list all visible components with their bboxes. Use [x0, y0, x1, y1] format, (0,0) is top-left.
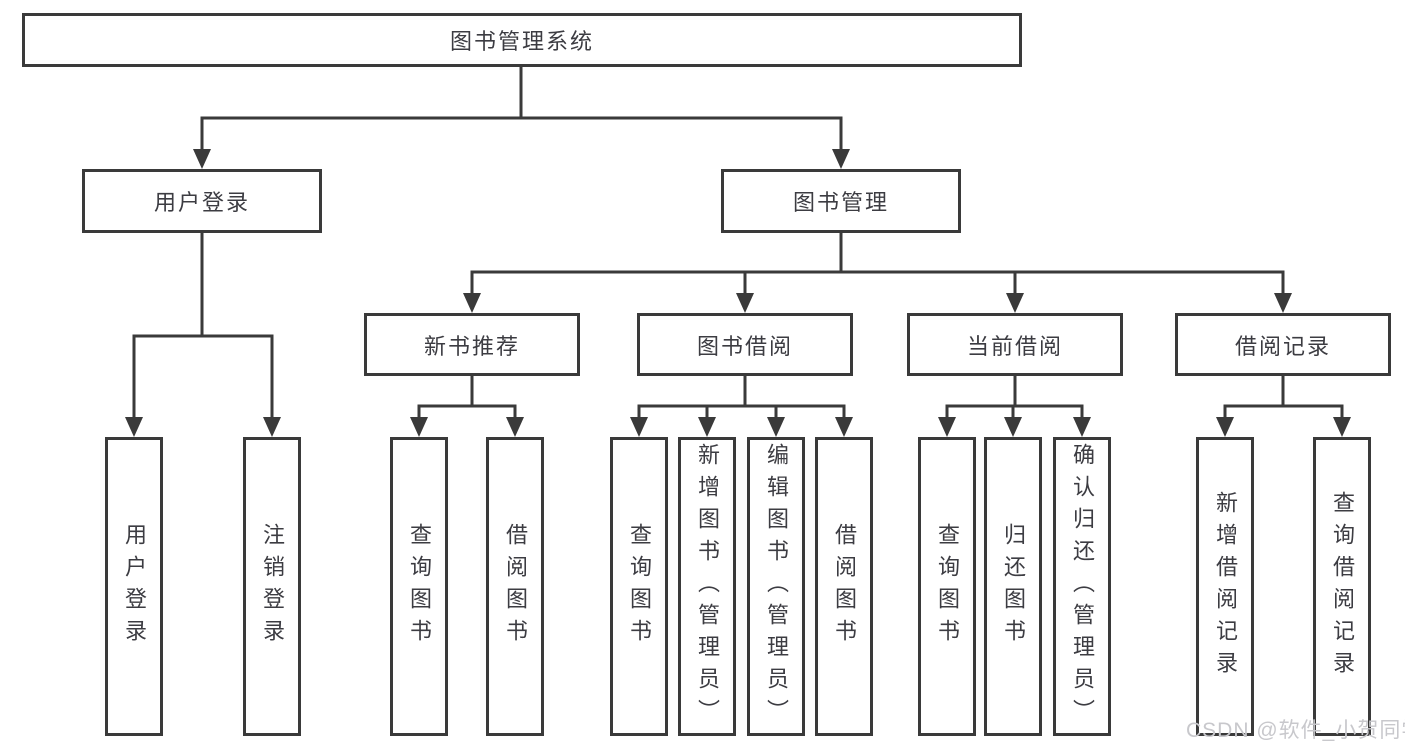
node-label: 用户登录 [122, 522, 147, 651]
node-label: 归还图书 [1001, 522, 1026, 651]
node-user-login: 用户登录 [82, 169, 322, 233]
node-label: 确认归还（管理员） [1070, 442, 1095, 731]
node-borrow-books: 借阅图书 [815, 437, 873, 736]
arrowhead-icons [125, 149, 1351, 437]
node-label: 新增借阅记录 [1213, 490, 1238, 683]
node-new-book-recommend: 新书推荐 [364, 313, 580, 376]
node-query-books-borrow: 查询图书 [610, 437, 668, 736]
node-label: 编辑图书（管理员） [764, 442, 789, 731]
node-return-books: 归还图书 [984, 437, 1042, 736]
node-edit-book-admin: 编辑图书（管理员） [747, 437, 805, 736]
csdn-watermark: CSDN @软件_小贺同学 [1186, 719, 1405, 742]
node-label: 查询图书 [627, 522, 652, 651]
node-query-books-current: 查询图书 [918, 437, 976, 736]
node-current-borrowing: 当前借阅 [907, 313, 1123, 376]
node-borrow-books-recommend: 借阅图书 [486, 437, 544, 736]
node-library-management-system: 图书管理系统 [22, 13, 1022, 67]
node-logout-leaf: 注销登录 [243, 437, 301, 736]
node-label: 注销登录 [260, 522, 285, 651]
node-book-borrowing: 图书借阅 [637, 313, 853, 376]
node-book-management: 图书管理 [721, 169, 961, 233]
node-label: 查询借阅记录 [1330, 490, 1355, 683]
node-label: 新增图书（管理员） [695, 442, 720, 731]
node-add-borrow-record: 新增借阅记录 [1196, 437, 1254, 736]
node-label: 借阅图书 [832, 522, 857, 651]
node-borrowing-records: 借阅记录 [1175, 313, 1391, 376]
node-label: 查询图书 [935, 522, 960, 651]
connector-lines [132, 65, 1344, 420]
node-add-book-admin: 新增图书（管理员） [678, 437, 736, 736]
node-label: 查询图书 [407, 522, 432, 651]
node-label: 借阅图书 [503, 522, 528, 651]
node-query-borrow-record: 查询借阅记录 [1313, 437, 1371, 736]
node-confirm-return-admin: 确认归还（管理员） [1053, 437, 1111, 736]
node-query-books-recommend: 查询图书 [390, 437, 448, 736]
node-user-login-leaf: 用户登录 [105, 437, 163, 736]
